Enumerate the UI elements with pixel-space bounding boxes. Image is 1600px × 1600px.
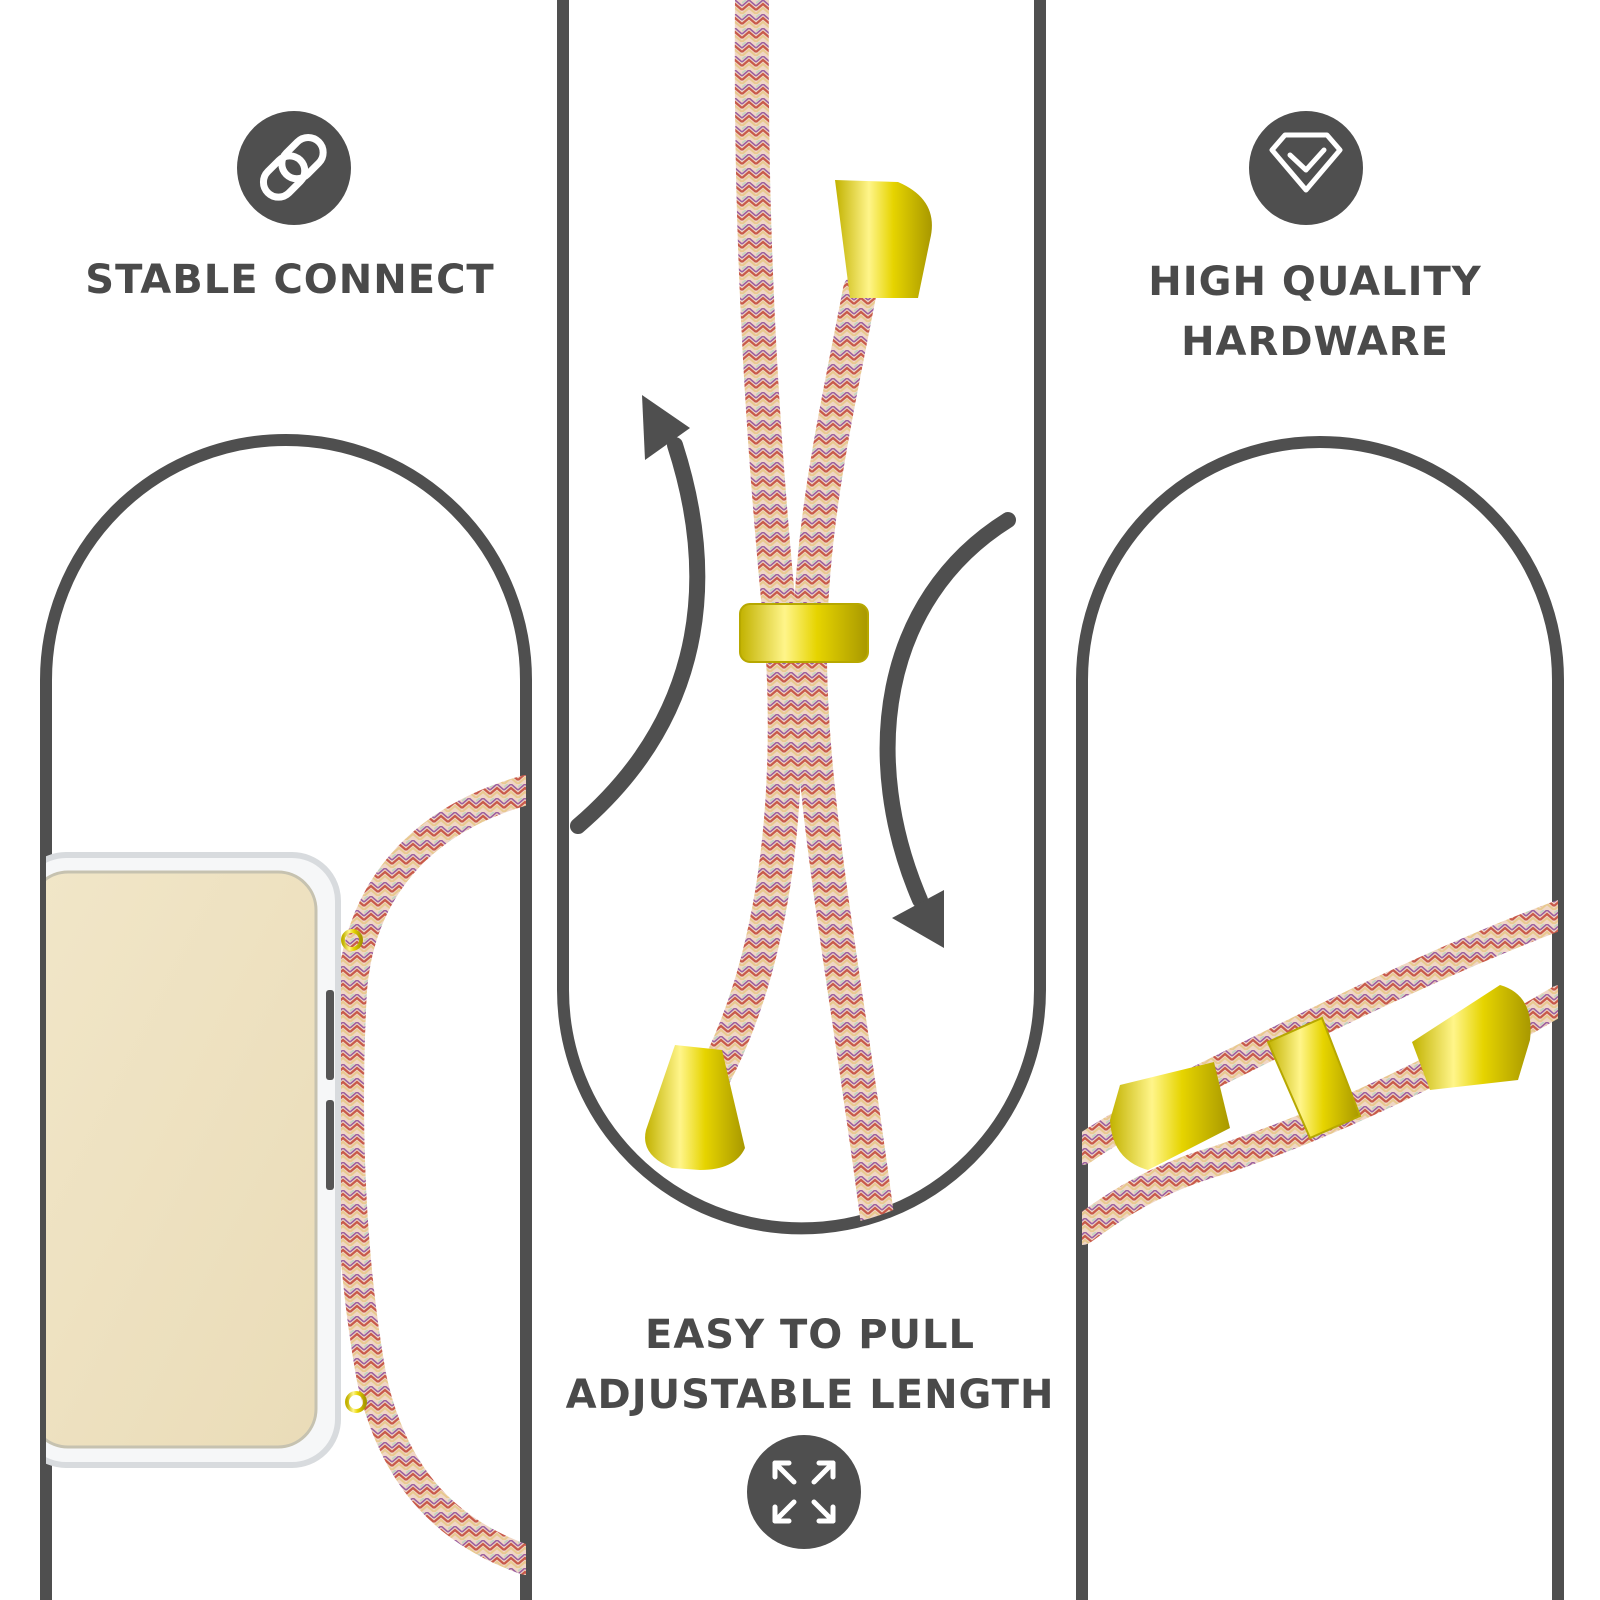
cord-end-cap bbox=[645, 1045, 745, 1170]
feature-caption-line: ADJUSTABLE LENGTH bbox=[565, 1372, 1055, 1418]
arrow-down-icon bbox=[879, 512, 1016, 908]
middle-panel-frame bbox=[557, 0, 1046, 1235]
cord-slider bbox=[1266, 1016, 1362, 1140]
hardware-closeup bbox=[1082, 900, 1558, 1245]
diamond-check-icon bbox=[1249, 111, 1363, 225]
right-panel-frame bbox=[1076, 436, 1564, 1600]
cord-end-cap bbox=[1412, 985, 1531, 1090]
phone-with-cord bbox=[46, 775, 526, 1575]
arrow-up-icon bbox=[570, 437, 706, 834]
feature-caption-stable-connect: STABLE CONNECT bbox=[40, 250, 540, 310]
adjustable-cord bbox=[645, 0, 932, 1229]
resize-arrows-icon bbox=[747, 1435, 861, 1549]
left-panel-frame bbox=[40, 434, 532, 1600]
link-icon bbox=[237, 111, 351, 225]
cord-end-cap bbox=[835, 180, 932, 298]
feature-caption-line: HARDWARE bbox=[1181, 319, 1449, 365]
cord-slider bbox=[739, 603, 869, 663]
feature-caption-line: EASY TO PULL bbox=[645, 1312, 975, 1358]
feature-caption-adjustable: EASY TO PULL ADJUSTABLE LENGTH bbox=[540, 1305, 1080, 1425]
cord-end-cap bbox=[1110, 1062, 1230, 1170]
feature-caption-line: HIGH QUALITY bbox=[1148, 259, 1482, 305]
feature-caption-line: STABLE CONNECT bbox=[85, 257, 495, 303]
feature-caption-hardware: HIGH QUALITY HARDWARE bbox=[1060, 252, 1570, 372]
